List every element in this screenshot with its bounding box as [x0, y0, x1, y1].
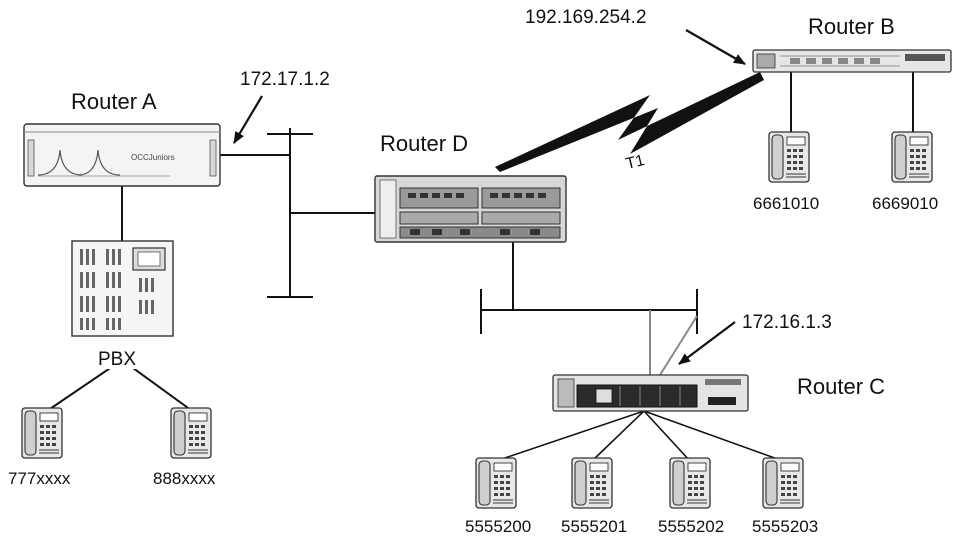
- phone-router-b-1-icon: [769, 132, 809, 182]
- router-d-label: Router D: [380, 133, 468, 155]
- router-c-label: Router C: [797, 376, 885, 398]
- phone-pbx-right-number: 888xxxx: [153, 470, 215, 487]
- link-lan-c-diag: [660, 316, 697, 375]
- link-router-c-to-phone-2: [592, 411, 644, 461]
- phone-router-b-2-number: 6669010: [872, 195, 938, 212]
- ip-arrow-router-c: [679, 322, 735, 364]
- phone-router-c-2-number: 5555201: [561, 518, 627, 535]
- router-a-ip: 172.17.1.2: [240, 70, 330, 89]
- router-d-device: [375, 176, 566, 242]
- pbx-device: [72, 241, 173, 336]
- router-b-label: Router B: [808, 16, 895, 38]
- ip-arrow-router-b: [686, 30, 745, 64]
- phone-router-c-3-number: 5555202: [658, 518, 724, 535]
- pbx-label: PBX: [97, 350, 137, 369]
- ip-arrow-router-a: [234, 96, 262, 143]
- phone-router-c-4-number: 5555203: [752, 518, 818, 535]
- phone-router-b-2-icon: [892, 132, 932, 182]
- phone-router-b-1-number: 6661010: [753, 195, 819, 212]
- phone-router-c-1-number: 5555200: [465, 518, 531, 535]
- router-c-ip: 172.16.1.3: [742, 313, 832, 332]
- phone-pbx-left-icon: [22, 408, 62, 458]
- phone-router-c-3-icon: [670, 458, 710, 508]
- router-b-device: [753, 50, 951, 72]
- router-c-device: [553, 375, 748, 411]
- router-a-device: [24, 124, 220, 186]
- router-a-label: Router A: [71, 91, 157, 113]
- phone-pbx-left-number: 777xxxx: [8, 470, 70, 487]
- router-a-panel-text: OCCJuniors: [131, 154, 175, 162]
- link-router-c-to-phone-4: [644, 411, 783, 461]
- link-router-c-to-phone-1: [496, 411, 644, 461]
- phone-pbx-right-icon: [171, 408, 211, 458]
- phone-router-c-2-icon: [572, 458, 612, 508]
- phone-router-c-4-icon: [763, 458, 803, 508]
- phone-router-c-1-icon: [476, 458, 516, 508]
- router-b-ip: 192.169.254.2: [525, 8, 647, 27]
